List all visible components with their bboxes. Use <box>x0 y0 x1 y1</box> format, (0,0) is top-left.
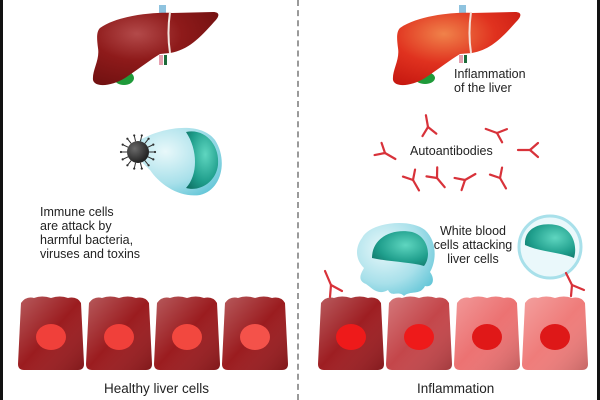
inflamed-cell-row <box>318 296 588 370</box>
right-border <box>597 0 600 400</box>
wbc-nucleus <box>524 224 576 258</box>
liver-cell <box>18 296 84 370</box>
liver-shape <box>92 12 219 86</box>
immune-cell-with-bacterium <box>119 127 222 196</box>
white-blood-cell-right <box>517 214 583 280</box>
antibody-icon <box>401 168 421 192</box>
liver-ligament <box>167 11 171 54</box>
liver-cell <box>154 296 220 370</box>
bacterium-spike-tip <box>147 137 150 140</box>
healthy-cell-row <box>18 296 288 370</box>
left-border <box>0 0 3 400</box>
bacterium-spike-tip <box>119 150 123 154</box>
bacterium-spike-tip <box>121 158 124 161</box>
antibody-attached-left <box>323 269 344 299</box>
bacterium-spike-tip <box>126 164 129 167</box>
antibody-icon <box>484 127 509 144</box>
label-line: are attack by <box>40 219 112 233</box>
bacterium-spike-tip <box>140 134 143 137</box>
bacterium-spike-tip <box>152 143 155 146</box>
antibody-icon <box>453 172 477 192</box>
liver-cell <box>86 296 152 370</box>
liver-vessel <box>459 55 463 63</box>
cell-nucleus <box>240 324 270 350</box>
liver-cell <box>522 296 588 370</box>
cell-nucleus <box>540 324 570 350</box>
inflamed-liver-label: Inflammation of the liver <box>454 67 526 95</box>
antibody-icon <box>425 166 446 189</box>
immune-cells-label: Immune cells are attack by harmful bacte… <box>40 205 140 261</box>
liver-cell <box>386 296 452 370</box>
liver-ligament <box>468 11 472 54</box>
bacterium-spike-tip <box>152 158 155 161</box>
bacterium-spike-tip <box>133 167 136 170</box>
antibody-icon <box>373 141 397 161</box>
liver-vessel <box>159 55 163 65</box>
antibody-icon <box>488 166 508 190</box>
cell-nucleus <box>472 324 502 350</box>
bacterium-spike-tip <box>126 137 129 140</box>
label-line: Immune cells <box>40 205 114 219</box>
bacterium-spike-tip <box>153 150 157 154</box>
cell-nucleus <box>404 324 434 350</box>
label-line: White blood <box>439 224 506 238</box>
liver-shape <box>392 12 521 86</box>
label-line: viruses and toxins <box>40 247 141 261</box>
autoantibodies-label: Autoantibodies <box>410 144 493 158</box>
bacterium-spike-tip <box>133 134 136 137</box>
liver-cell <box>318 296 384 370</box>
antibody-icon <box>516 141 540 159</box>
cell-nucleus <box>104 324 134 350</box>
antibody-attached-right <box>564 271 586 298</box>
healthy-liver <box>92 5 219 86</box>
label-line: Inflammation <box>454 67 526 81</box>
cell-nucleus <box>36 324 66 350</box>
liver-cell <box>222 296 288 370</box>
bacterium-spike-tip <box>140 167 143 170</box>
inflamed-liver <box>392 5 521 86</box>
immune-cell-nucleus <box>186 131 219 189</box>
label-line: liver cells <box>447 252 499 266</box>
inflammation-caption: Inflammation <box>417 381 495 396</box>
liver-duct <box>464 55 467 63</box>
label-line: of the liver <box>454 81 512 95</box>
cell-nucleus <box>336 324 366 350</box>
cell-nucleus <box>172 324 202 350</box>
label-line: harmful bacteria, <box>40 233 134 247</box>
antibody-icon <box>421 114 438 138</box>
panel-divider <box>297 0 299 400</box>
white-blood-cell-left <box>357 223 435 296</box>
bacterium-spike-tip <box>147 164 150 167</box>
healthy-caption: Healthy liver cells <box>104 381 210 396</box>
bacterium-spike-tip <box>121 143 124 146</box>
bacterium-body <box>127 141 149 163</box>
liver-duct <box>164 55 167 65</box>
wbc-nucleus <box>372 231 428 266</box>
bacterium <box>119 134 157 170</box>
liver-cell <box>454 296 520 370</box>
autoantibodies-group <box>373 114 540 192</box>
wbc-label: White blood cells attacking liver cells <box>432 224 514 266</box>
label-line: cells attacking <box>433 238 513 252</box>
